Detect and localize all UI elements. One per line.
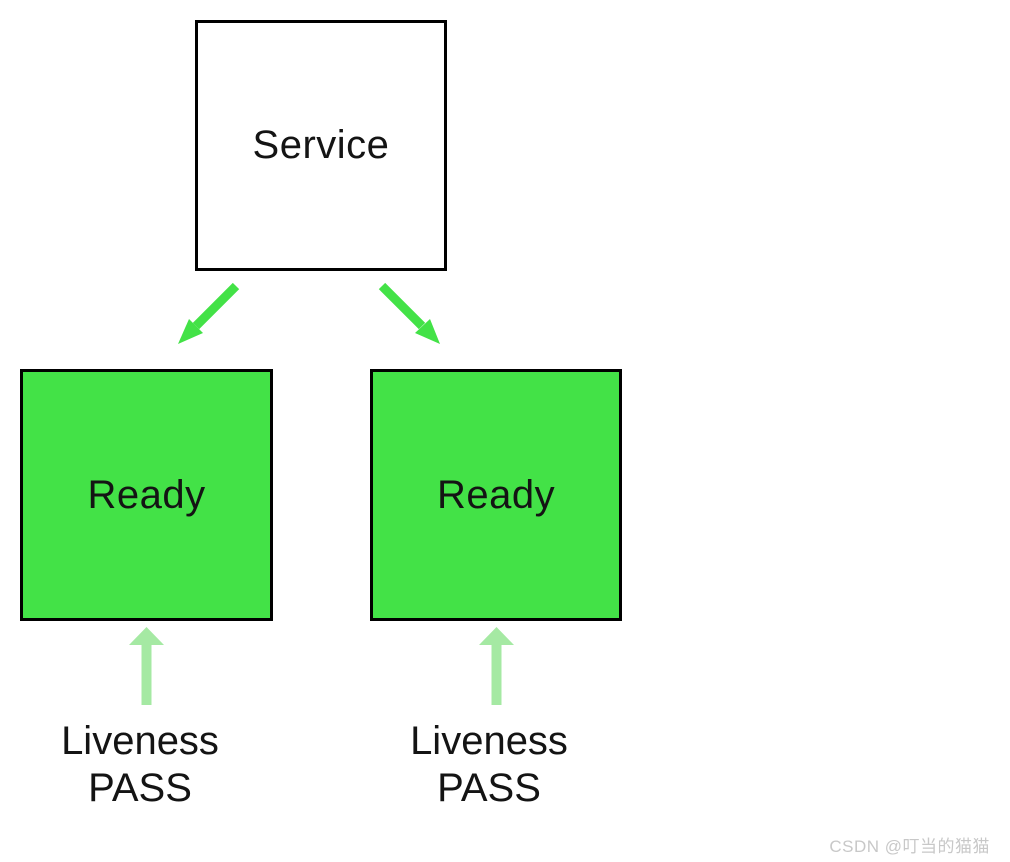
- service-to-right-pod-arrow-icon: [378, 282, 440, 344]
- right-pod-node-label: Ready: [436, 472, 556, 517]
- left-liveness-arrow-icon: [129, 627, 164, 705]
- service-to-left-pod-arrow-icon: [178, 282, 240, 344]
- service-node-label: Service: [252, 123, 390, 167]
- right-liveness-label-line1: Liveness: [410, 719, 568, 763]
- left-pod-node-label: Ready: [87, 472, 206, 517]
- left-liveness-pass-label: Liveness PASS: [30, 718, 250, 812]
- right-pod-node: Ready: [370, 369, 622, 621]
- left-pod-node: Ready: [20, 369, 273, 621]
- left-liveness-label-line2: PASS: [88, 766, 192, 810]
- left-liveness-label-line1: Liveness: [61, 719, 219, 763]
- right-liveness-pass-label: Liveness PASS: [379, 718, 599, 812]
- service-node: Service: [195, 20, 447, 271]
- right-liveness-arrow-icon: [479, 627, 514, 705]
- right-liveness-label-line2: PASS: [437, 766, 541, 810]
- watermark: CSDN @叮当的猫猫: [829, 837, 990, 856]
